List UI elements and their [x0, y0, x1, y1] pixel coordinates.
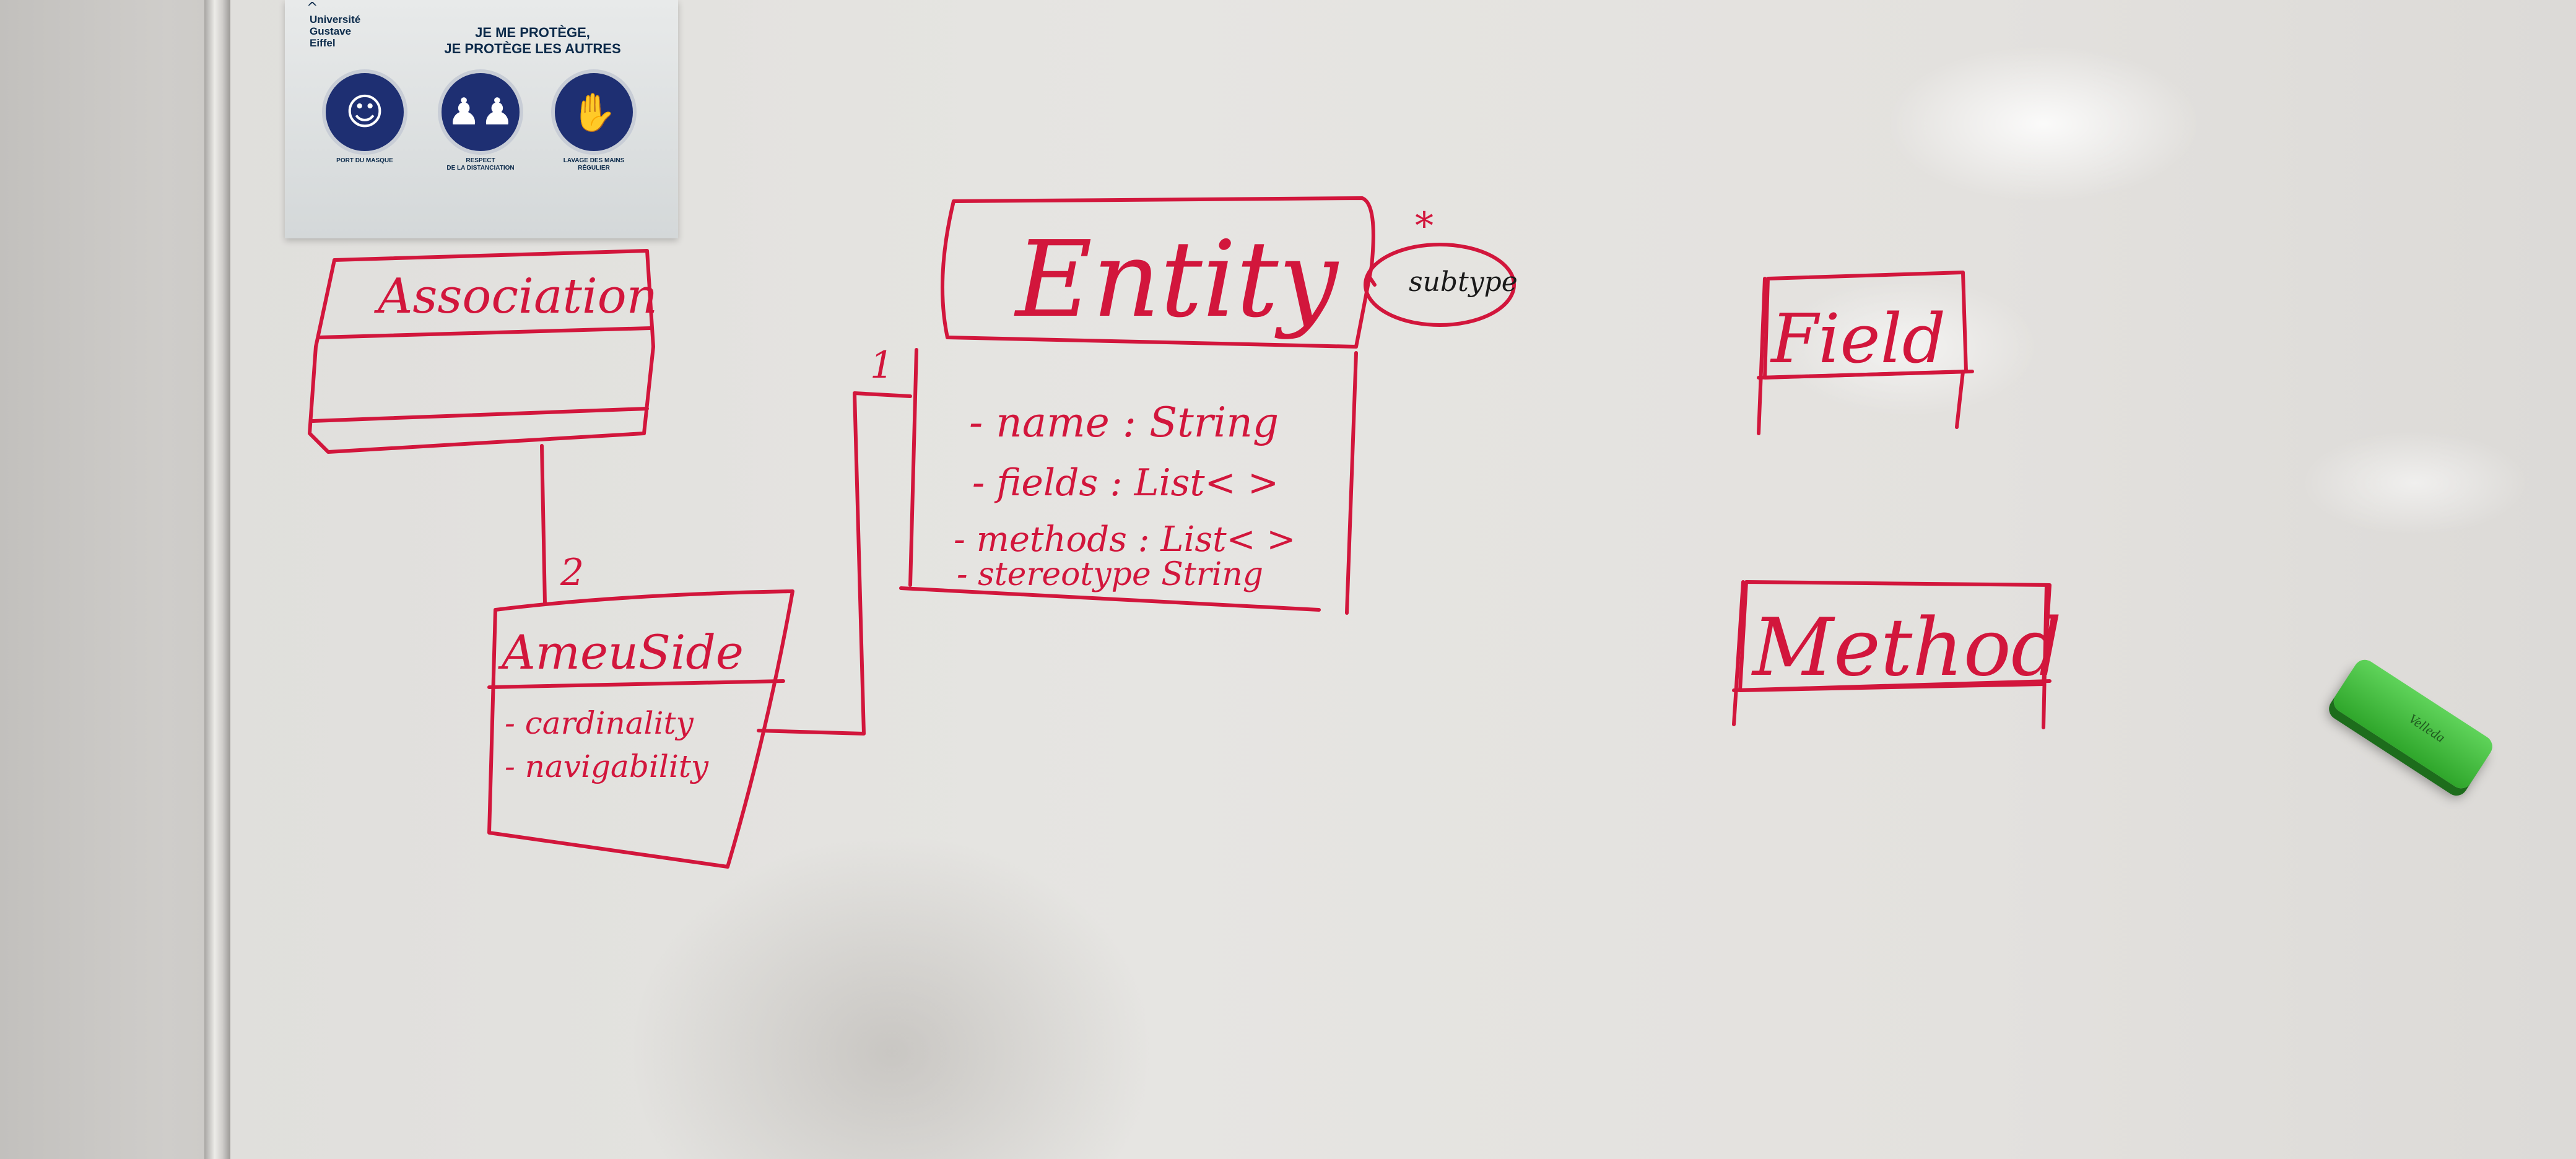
association-side-attribute: - navigability	[505, 749, 709, 784]
association-multiplicity: 2	[560, 551, 584, 594]
pictogram-label: PORT DU MASQUE	[336, 157, 393, 164]
entity-annotation: subtype	[1409, 266, 1518, 298]
entity-multiplicity: 1	[870, 344, 894, 387]
method-title: Method	[1751, 602, 2062, 694]
association-class-box: Association	[308, 249, 658, 454]
distancing-icon: ♟♟	[438, 69, 523, 155]
university-name: Université Gustave Eiffel	[310, 14, 361, 49]
entity-title: Entity	[1014, 219, 1339, 341]
association-title: Association	[374, 269, 658, 324]
university-logo-mark: ^	[307, 0, 318, 15]
entity-annotation-mark: *	[1415, 204, 1434, 248]
entity-link-line	[757, 391, 912, 736]
association-side-class-box: AmeuSide - cardinality - navigability	[487, 589, 794, 869]
entity-attribute: - stereotype String	[957, 556, 1263, 593]
handwash-icon: ✋	[551, 69, 637, 155]
entity-class-box: Entity - name : String - fields : List< …	[899, 196, 1518, 615]
whiteboard-frame	[204, 0, 230, 1159]
method-class-box: Method	[1732, 580, 2062, 729]
poster-headline: JE ME PROTÈGE, JE PROTÈGE LES AUTRES	[444, 25, 621, 56]
field-title: Field	[1770, 299, 1946, 378]
entity-attribute: - fields : List< >	[972, 461, 1279, 505]
entity-attribute: - name : String	[969, 399, 1279, 446]
entity-attribute: - methods : List< >	[954, 519, 1295, 560]
safety-poster: ^ Université Gustave Eiffel JE ME PROTÈG…	[285, 0, 678, 238]
pictogram-label: RESPECT DE LA DISTANCIATION	[446, 157, 515, 171]
field-class-box: Field	[1757, 271, 1974, 435]
pictogram-label: LAVAGE DES MAINS RÉGULIER	[563, 157, 625, 171]
association-side-attribute: - cardinality	[505, 705, 694, 741]
mask-icon: ☺	[322, 69, 407, 155]
association-link-line	[540, 444, 547, 606]
association-side-title: AmeuSide	[498, 625, 744, 680]
